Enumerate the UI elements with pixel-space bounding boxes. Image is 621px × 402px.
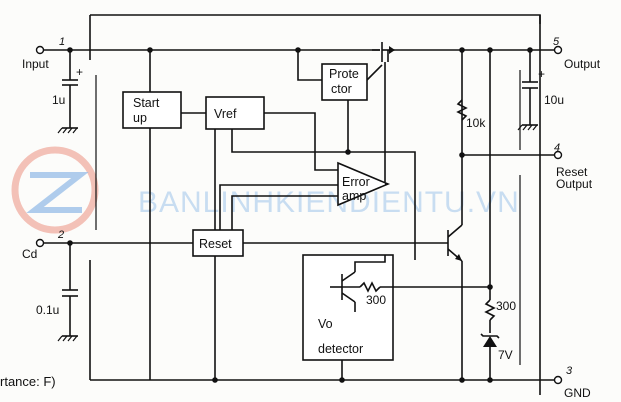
junction-output-cap: [527, 47, 533, 53]
pass-transistor: [372, 42, 395, 62]
vo-label: Vo: [318, 317, 333, 331]
pin-5-number: 5: [553, 36, 560, 48]
footer-text: rtance: F): [0, 374, 56, 389]
watermark: BANLINHKIENDIENTU.VN: [11, 146, 520, 234]
junction-input: [67, 47, 73, 53]
vref-block: [205, 96, 265, 130]
pin-output-label: Output: [564, 57, 601, 71]
protector-block: [321, 63, 368, 101]
zener-label: 7V: [498, 348, 513, 362]
error-amp-block: [337, 161, 391, 207]
junction-zener-top: [487, 47, 493, 53]
vo-detector-block: [302, 254, 394, 361]
r-300-base-label: 300: [366, 293, 386, 307]
input-cap-polarity: +: [76, 65, 83, 79]
reset-label: Reset: [199, 237, 232, 251]
junction-protector: [295, 47, 301, 53]
watermark-text: BANLINHKIENDIENTU.VN: [138, 186, 520, 219]
detector-label: detector: [318, 342, 363, 356]
reset-to-erroramp-b: [231, 195, 338, 230]
resistor-10k: [456, 99, 468, 121]
c-output-label: 10u: [544, 93, 564, 107]
resistor-300-zener: [484, 299, 496, 321]
junction-pullup: [459, 47, 465, 53]
output-cap-polarity: +: [538, 67, 545, 81]
pin-4-number: 4: [554, 142, 560, 154]
vref-feedback: [231, 129, 416, 260]
protector-feed: [297, 50, 322, 81]
erroramp-label-1: Error: [342, 175, 370, 189]
protector-to-transistor: [366, 64, 383, 81]
detector-collector: [354, 255, 386, 272]
pin-3-number: 3: [566, 365, 573, 377]
reset-to-erroramp-a: [219, 184, 338, 230]
pin-cd-label: Cd: [22, 247, 37, 261]
startup-label-1: Start: [133, 96, 160, 110]
watermark-logo-icon: [11, 146, 99, 234]
cd-terminal: [35, 238, 45, 248]
ground-symbol-input: [57, 127, 78, 134]
pin-2-number: 2: [57, 229, 64, 241]
junction-startup: [147, 47, 153, 53]
zener-diode: [480, 333, 500, 347]
protector-label-1: Prote: [329, 67, 359, 81]
protector-label-2: ctor: [331, 82, 352, 96]
start-up-block: [122, 91, 182, 129]
vref-to-erroramp: [264, 112, 338, 171]
output-terminal: [553, 45, 563, 55]
junction-protector-low: [345, 149, 351, 155]
reset-transistor: [447, 224, 463, 262]
reset-output-terminal: [553, 150, 563, 160]
startup-label-2: up: [133, 111, 147, 125]
pin-reset-label-2: Output: [556, 177, 593, 191]
pin-1-number: 1: [59, 36, 65, 48]
resistor-300-base: [359, 281, 381, 293]
c-cd-label: 0.1u: [36, 303, 59, 317]
pin-input-label: Input: [22, 57, 49, 71]
vref-label: Vref: [214, 107, 237, 121]
input-terminal: [35, 45, 45, 55]
junction-reset-out: [459, 152, 465, 158]
c-input-label: 1u: [52, 93, 65, 107]
r-10k-label: 10k: [466, 116, 486, 130]
pin-reset-label-1: Reset: [556, 165, 588, 179]
r-300-zener-label: 300: [496, 299, 516, 313]
pin-gnd-label: GND: [564, 386, 591, 400]
erroramp-label-2: amp: [342, 189, 366, 203]
gnd-terminal: [553, 375, 563, 385]
ground-symbol-cd: [57, 335, 78, 342]
ground-symbol-output: [517, 124, 538, 131]
